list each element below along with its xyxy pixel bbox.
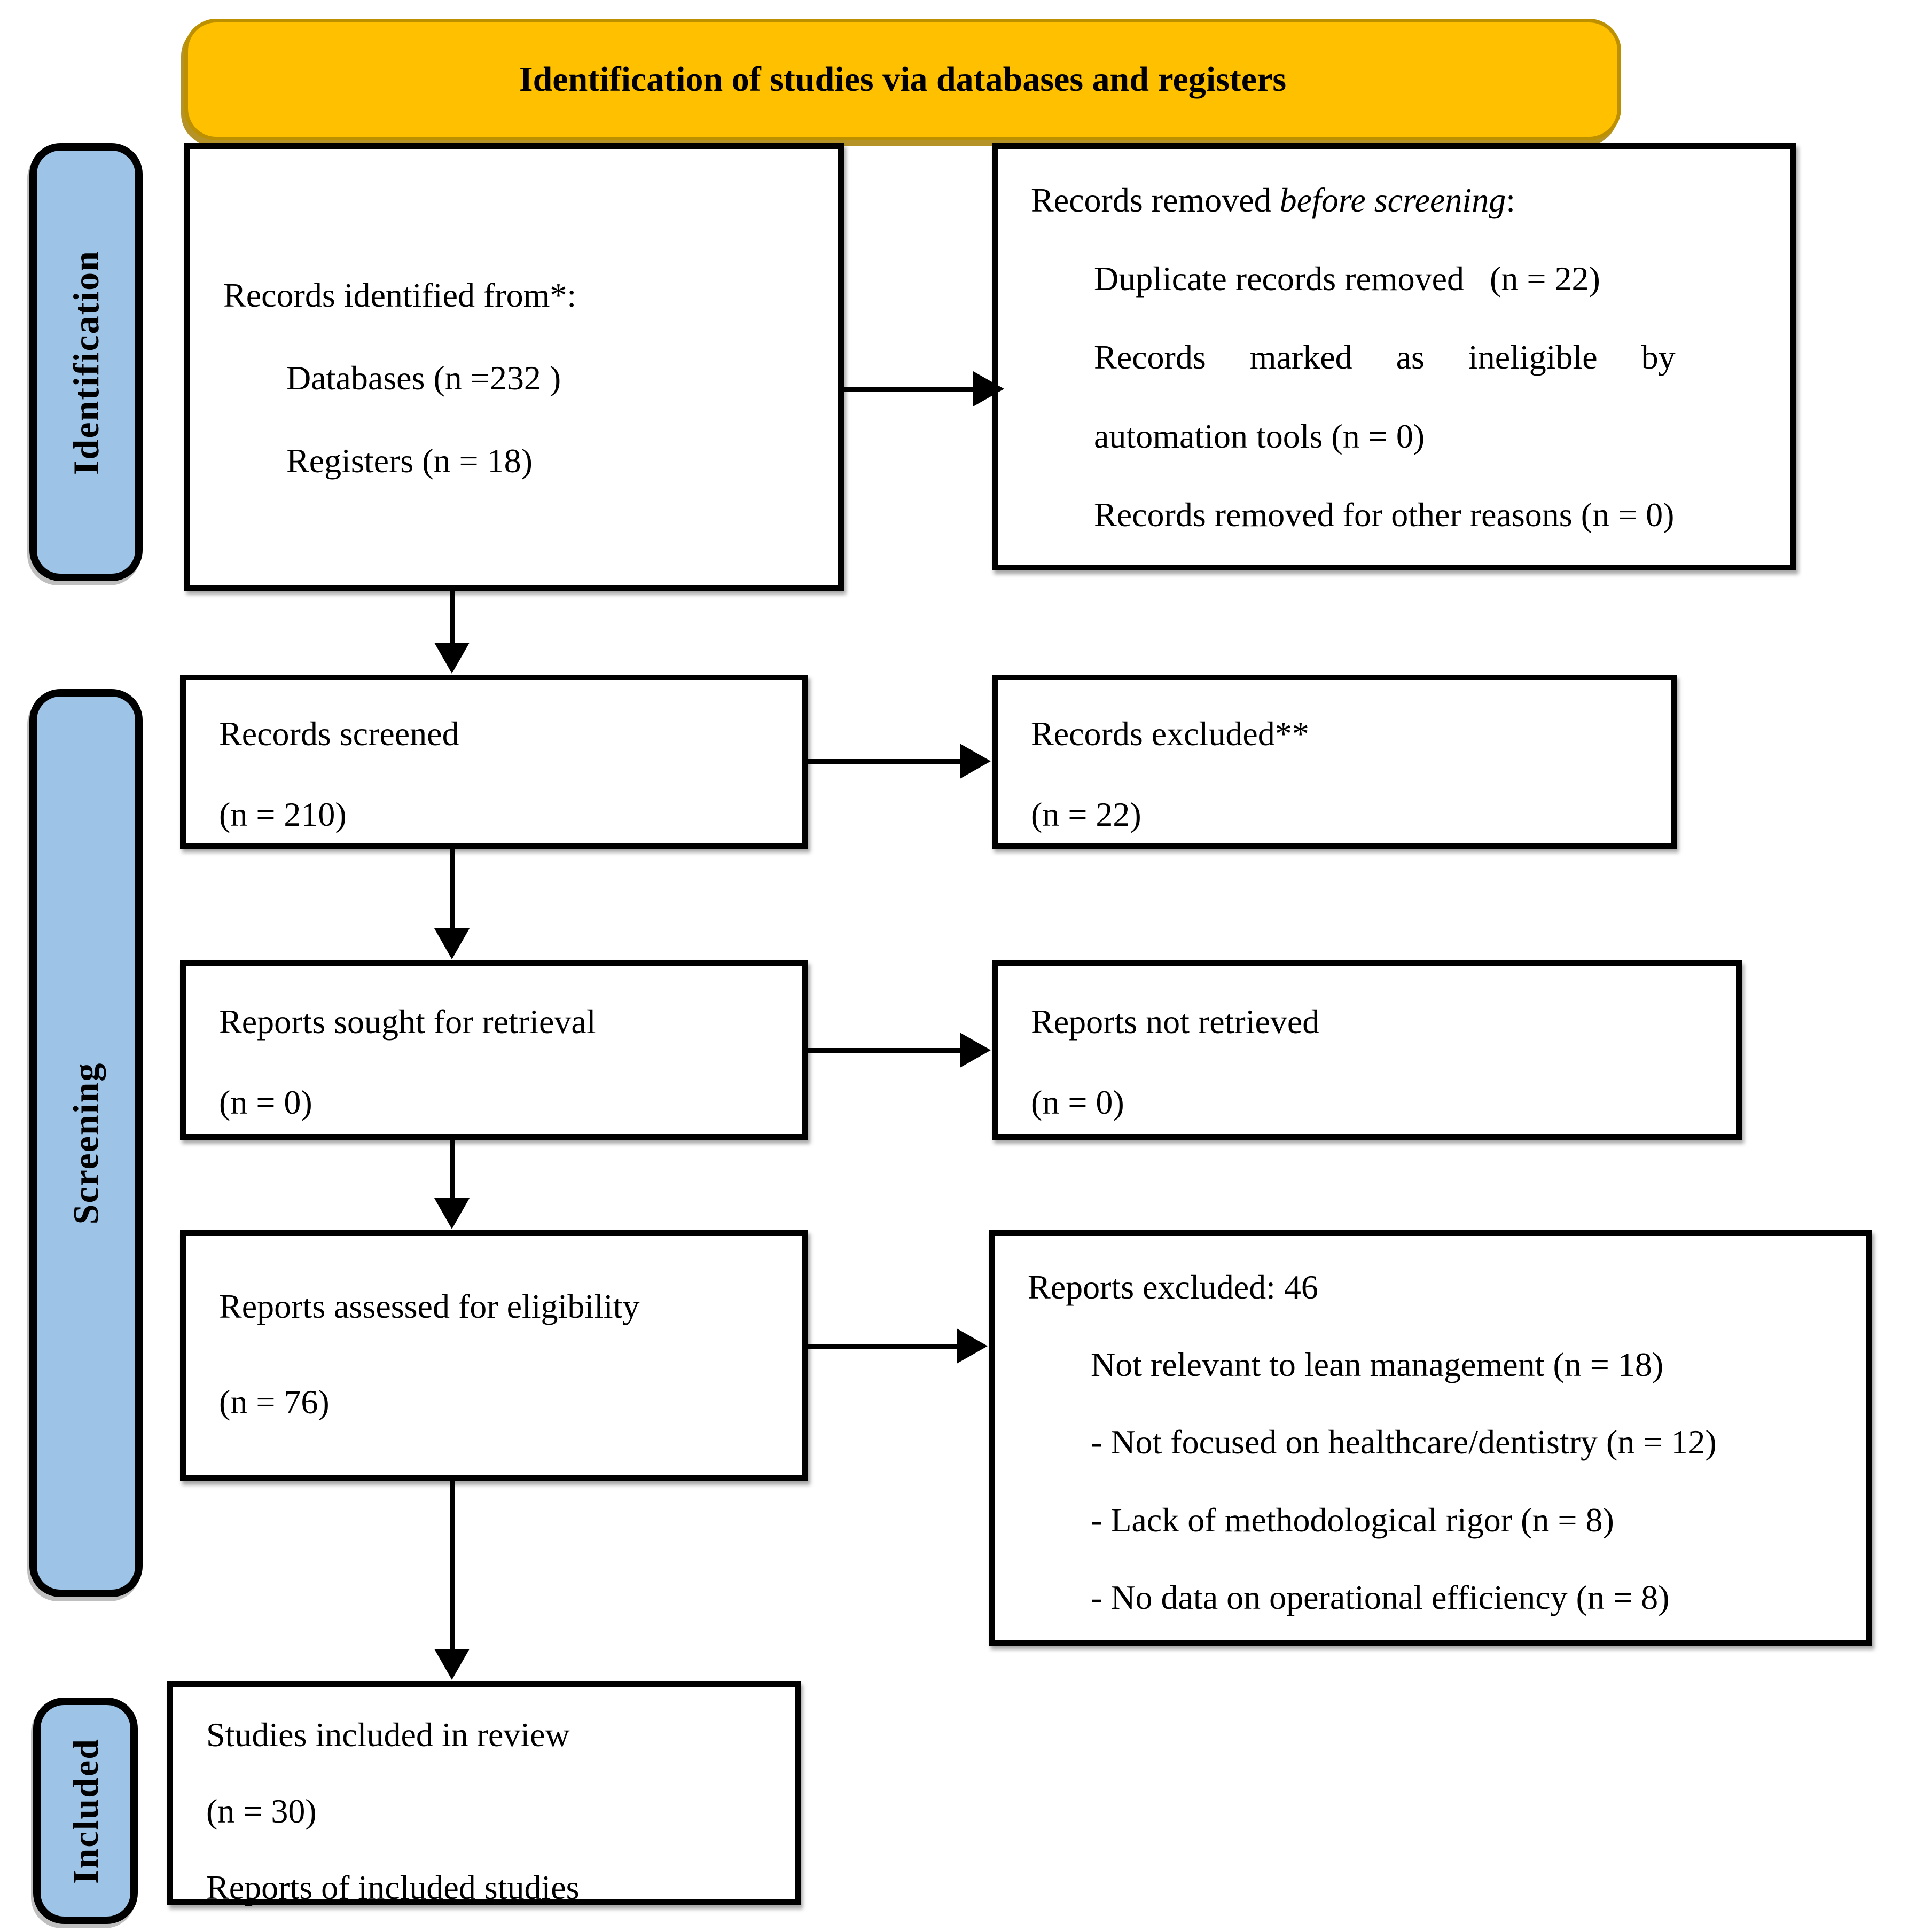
box-reports-sought: Reports sought for retrieval (n = 0) (180, 960, 808, 1140)
box-reports-excluded: Reports excluded: 46 Not relevant to lea… (989, 1230, 1872, 1646)
records-removed-item1: Duplicate records removed (n = 22) (1094, 260, 1600, 298)
sidebar-screening-label: Screening (65, 1062, 106, 1224)
sidebar-included-label: Included (65, 1738, 106, 1884)
arrow-screened-to-excluded-shaft (808, 759, 963, 764)
reports-not-retrieved-line2: (n = 0) (1031, 1083, 1124, 1122)
arrow-screened-to-excluded-head (960, 744, 991, 779)
records-screened-line1: Records screened (219, 715, 459, 753)
arrow-identified-to-removed-shaft (843, 387, 976, 392)
sidebar-screening: Screening (29, 689, 143, 1597)
sidebar-identification-label: Identification (65, 249, 106, 475)
records-removed-item2a: Records marked as ineligible by (1094, 338, 1676, 377)
arrow-sought-to-assessed-head (434, 1198, 470, 1229)
sidebar-included: Included (33, 1698, 138, 1924)
records-removed-intro-prefix: Records removed (1031, 181, 1280, 219)
arrow-screened-to-sought-head (434, 928, 470, 959)
reports-assessed-line2: (n = 76) (219, 1383, 330, 1421)
arrow-sought-to-notretrieved-head (960, 1033, 991, 1068)
header-banner: Identification of studies via databases … (184, 19, 1621, 140)
arrow-sought-to-assessed-shaft (450, 1140, 455, 1200)
box-reports-assessed: Reports assessed for eligibility (n = 76… (180, 1230, 808, 1481)
records-removed-intro-italic: before screening (1279, 181, 1506, 219)
arrow-assessed-to-included-head (434, 1649, 470, 1680)
arrow-identified-to-screened-shaft (450, 591, 455, 645)
reports-excluded-item2: - Not focused on healthcare/dentistry (n… (1091, 1423, 1717, 1461)
records-identified-line1: Records identified from*: (223, 276, 577, 314)
header-title: Identification of studies via databases … (519, 60, 1287, 99)
box-records-excluded: Records excluded** (n = 22) (992, 675, 1677, 849)
reports-not-retrieved-line1: Reports not retrieved (1031, 1003, 1320, 1041)
records-removed-item3: Records removed for other reasons (n = 0… (1094, 495, 1675, 534)
studies-included-line3: Reports of included studies (206, 1868, 580, 1907)
reports-excluded-item1: Not relevant to lean management (n = 18) (1091, 1346, 1664, 1384)
arrow-assessed-to-repexcluded-shaft (808, 1344, 960, 1349)
records-identified-line2: Databases (n =232 ) (286, 359, 561, 397)
reports-excluded-line1: Reports excluded: 46 (1028, 1268, 1318, 1306)
box-records-removed: Records removed before screening: Duplic… (992, 143, 1796, 570)
arrow-assessed-to-included-shaft (450, 1481, 455, 1651)
records-excluded-line1: Records excluded** (1031, 715, 1309, 753)
box-reports-not-retrieved: Reports not retrieved (n = 0) (992, 960, 1742, 1140)
arrow-identified-to-screened-head (434, 643, 470, 674)
reports-assessed-line1: Reports assessed for eligibility (219, 1287, 640, 1325)
arrow-assessed-to-repexcluded-head (957, 1328, 988, 1364)
reports-excluded-item4: - No data on operational efficiency (n =… (1091, 1578, 1670, 1616)
records-removed-item2b: automation tools (n = 0) (1094, 417, 1425, 455)
records-screened-line2: (n = 210) (219, 795, 347, 834)
box-studies-included: Studies included in review (n = 30) Repo… (167, 1681, 801, 1907)
box-records-identified: Records identified from*: Databases (n =… (184, 143, 844, 591)
records-identified-line3: Registers (n = 18) (286, 442, 533, 480)
studies-included-line2: (n = 30) (206, 1792, 317, 1831)
box-records-screened: Records screened (n = 210) (180, 675, 808, 849)
arrow-screened-to-sought-shaft (450, 849, 455, 930)
records-removed-intro: Records removed before screening: (1031, 182, 1761, 218)
arrow-identified-to-removed-head (973, 371, 1004, 406)
reports-sought-line1: Reports sought for retrieval (219, 1003, 596, 1041)
records-removed-intro-suffix: : (1506, 181, 1515, 219)
reports-sought-line2: (n = 0) (219, 1083, 312, 1122)
sidebar-identification: Identification (29, 143, 143, 581)
reports-excluded-item3: - Lack of methodological rigor (n = 8) (1091, 1500, 1614, 1539)
records-excluded-line2: (n = 22) (1031, 795, 1141, 834)
studies-included-line1: Studies included in review (206, 1716, 570, 1754)
arrow-sought-to-notretrieved-shaft (808, 1048, 963, 1053)
